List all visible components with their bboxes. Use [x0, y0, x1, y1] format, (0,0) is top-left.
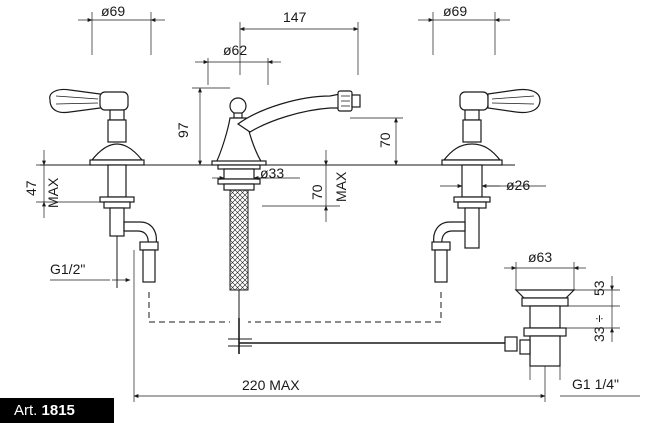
dim-right-handle-diameter: ø69	[418, 3, 510, 55]
svg-text:MAX: MAX	[333, 171, 349, 202]
dim-inlet-thread: G1/2"	[50, 261, 131, 282]
svg-text:97: 97	[175, 122, 191, 138]
dim-waste-heights: 53 33 ÷	[566, 276, 620, 342]
dim-waste-diameter: ø63	[504, 249, 586, 290]
svg-text:ø62: ø62	[223, 42, 247, 58]
dim-left-handle-diameter: ø69	[78, 3, 165, 55]
svg-text:ø33: ø33	[260, 165, 284, 181]
svg-text:G1/2": G1/2"	[50, 261, 85, 277]
dim-base-diameter: ø62	[195, 42, 281, 85]
svg-text:33 ÷: 33 ÷	[591, 315, 607, 342]
svg-text:70: 70	[377, 132, 393, 148]
article-number: 1815	[41, 402, 75, 419]
svg-text:147: 147	[283, 9, 307, 25]
dim-left-shank-max: 47 MAX	[23, 150, 104, 218]
svg-text:53: 53	[591, 280, 607, 296]
left-valve-assembly	[49, 88, 159, 288]
dim-center-shank-max: 70 MAX	[262, 150, 349, 222]
svg-text:G1 1/4": G1 1/4"	[572, 376, 619, 392]
svg-text:MAX: MAX	[45, 177, 61, 208]
svg-text:ø26: ø26	[506, 177, 530, 193]
pull-rod-clip	[504, 336, 518, 352]
dim-spout-height: 97	[175, 87, 230, 166]
svg-text:70: 70	[309, 184, 325, 200]
right-valve-assembly	[431, 88, 541, 283]
article-prefix: Art.	[14, 402, 38, 419]
svg-text:ø63: ø63	[528, 249, 552, 265]
popup-waste-assembly	[514, 289, 576, 402]
svg-text:ø69: ø69	[443, 3, 467, 19]
svg-text:220 MAX: 220 MAX	[242, 377, 300, 393]
hose-right-dashed	[248, 292, 442, 323]
dim-waste-thread: G1 1/4"	[560, 376, 640, 397]
center-spout-assembly	[211, 90, 361, 354]
svg-text:47: 47	[23, 180, 39, 196]
dim-right-shank-diameter: ø26	[440, 177, 546, 193]
article-number-badge: Art. 1815	[0, 398, 114, 423]
dim-spread: 147	[239, 9, 359, 75]
dim-center-shank-diameter: ø33	[212, 165, 300, 181]
hose-left-dashed	[148, 292, 230, 323]
dim-spout-outlet-height: 70	[350, 117, 403, 166]
svg-text:ø69: ø69	[101, 3, 125, 19]
dim-pull-rod-max: 220 MAX	[133, 250, 546, 402]
